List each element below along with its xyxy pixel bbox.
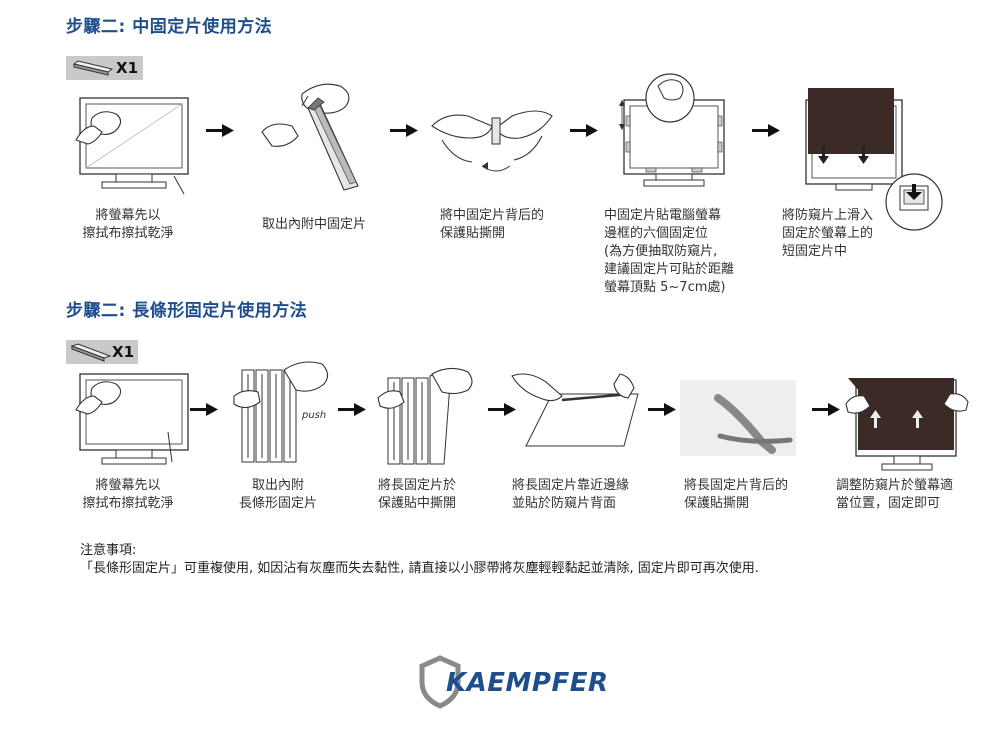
section2-step2-caption: 取出內附長條形固定片 (238, 478, 317, 511)
section2-step6-illustration (845, 378, 969, 471)
section2-quantity-badge: X1 (66, 340, 138, 364)
section1-step1-caption: 將螢幕先以擦拭布擦拭乾淨 (82, 208, 174, 241)
brand-name: KAEMPFER (446, 668, 609, 698)
hand-icon (657, 79, 684, 101)
hand-icon (431, 110, 553, 163)
section1-step1-illustration (75, 97, 189, 195)
section2-step1-caption: 將螢幕先以擦拭布擦拭乾淨 (82, 478, 174, 511)
next-arrow-icon (338, 403, 366, 416)
down-arrow-icon (906, 184, 922, 200)
next-arrow-icon (190, 403, 218, 416)
privacy-film-sheet (525, 393, 639, 447)
next-arrow-icon (206, 124, 234, 137)
section1-quantity-badge: X1 (66, 56, 143, 80)
section1-step3-illustration (431, 110, 553, 172)
brand-logo: KAEMPFER (416, 655, 616, 709)
hand-icon (511, 373, 635, 402)
section2-quantity: X1 (112, 343, 135, 361)
next-arrow-icon (488, 403, 516, 416)
section2-step5-illustration (680, 380, 796, 456)
next-arrow-icon (812, 403, 840, 416)
notes-text: 「長條形固定片」可重複使用, 如因沾有灰塵而失去黏性, 請直接以小膠帶將灰塵輕輕… (80, 561, 759, 576)
shield-icon (419, 655, 461, 709)
section1-step2-caption: 取出內附中固定片 (262, 217, 367, 232)
section1-step2-illustration (261, 83, 359, 191)
section2-title: 步驟二: 長條形固定片使用方法 (66, 301, 308, 321)
monitor-icon (79, 97, 189, 189)
next-arrow-icon (648, 403, 676, 416)
hand-icon (75, 111, 122, 145)
section2-step1-illustration (75, 373, 189, 465)
next-arrow-icon (752, 124, 780, 137)
next-arrow-icon (570, 124, 598, 137)
push-label: push (301, 410, 326, 421)
section2-step2-illustration: push (233, 361, 329, 463)
hand-icon (377, 367, 473, 409)
section2-step3-illustration (377, 367, 473, 465)
section1-step5-caption: 將防窺片上滑入固定於螢幕上的 短固定片中 (782, 208, 874, 259)
long-strip-icon (241, 369, 297, 463)
notes-title: 注意事項: (80, 543, 137, 558)
up-arrow-icon (870, 410, 923, 428)
section1-step4-caption: 中固定片貼電腦螢幕邊框的六個固定位 (為方便抽取防窺片,建議固定片可貼於距離 螢… (604, 208, 735, 295)
section2-step4-caption: 將長固定片靠近邊緣並貼於防窺片背面 (512, 478, 630, 511)
section1-title: 步驟二: 中固定片使用方法 (66, 17, 273, 37)
section1-quantity: X1 (116, 59, 139, 77)
next-arrow-icon (390, 124, 418, 137)
section1-step4-illustration (619, 73, 725, 187)
short-strip-icon (307, 97, 359, 191)
section2-step3-caption: 將長固定片於保護貼中撕開 (378, 478, 457, 511)
privacy-film (808, 88, 894, 154)
section2-step5-caption: 將長固定片背后的保護貼撕開 (684, 478, 789, 511)
hand-icon (233, 361, 329, 409)
hand-icon (845, 393, 969, 414)
hand-icon (75, 381, 122, 415)
section2-step6-caption: 調整防窺片於螢幕適當位置，固定即可 (836, 478, 954, 511)
down-arrow-icon (818, 146, 869, 164)
privacy-film (858, 378, 954, 450)
section1-step5-illustration (805, 88, 943, 231)
section1-step3-caption: 將中固定片背后的保護貼撕開 (440, 208, 545, 241)
section2-step4-illustration (511, 373, 639, 447)
long-strip-icon (70, 343, 112, 362)
short-strip-icon (72, 60, 114, 76)
